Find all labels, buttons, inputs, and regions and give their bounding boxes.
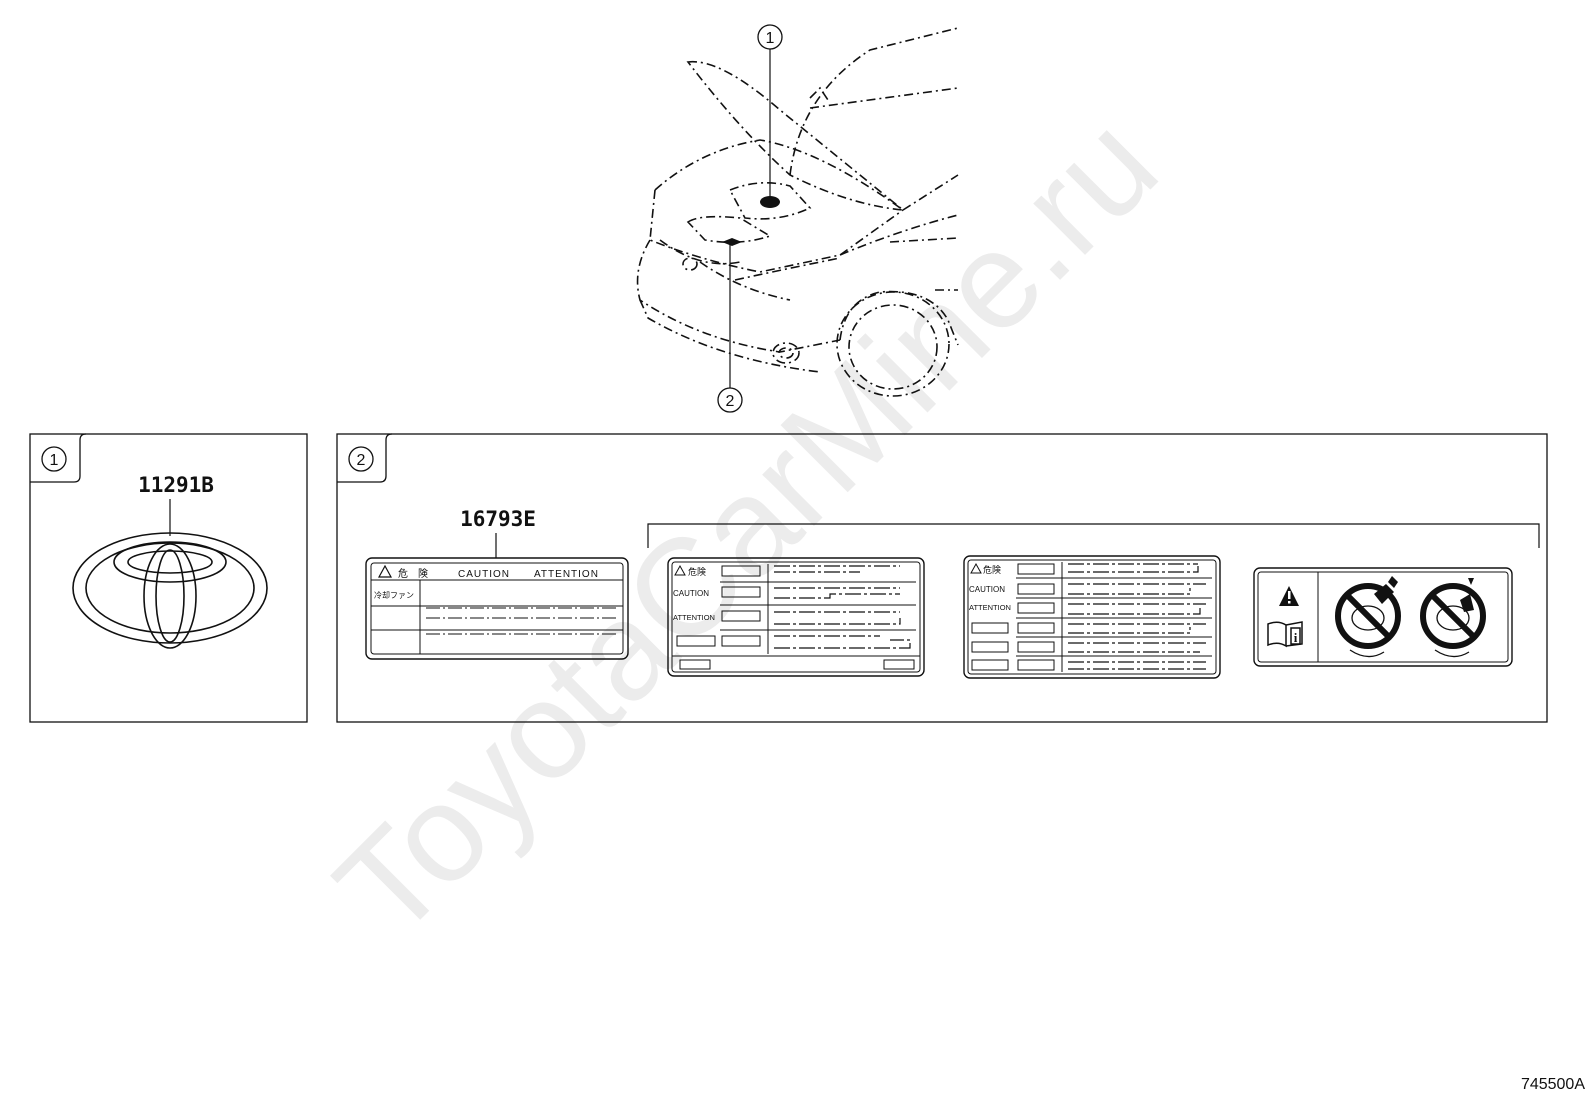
svg-text:1: 1 [766, 30, 775, 47]
svg-text:1: 1 [50, 452, 59, 469]
warning-triangle-icon [377, 564, 393, 578]
svg-text:CAUTION: CAUTION [458, 569, 510, 580]
callout-2: 2 [717, 387, 743, 413]
caution-label-a: 危 険 CAUTION ATTENTION 冷却ファン [365, 557, 629, 660]
watermark: ToyotaCarMine.ru [307, 87, 1186, 966]
alternates-bracket [647, 523, 1540, 548]
svg-text:2: 2 [726, 393, 735, 410]
no-tool-near-fan-icon [1420, 578, 1486, 658]
svg-text:ATTENTION: ATTENTION [969, 603, 1011, 612]
caution-label-c: 危険 CAUTION ATTENTION [963, 555, 1221, 679]
part-number-16793E: 16793E [460, 507, 536, 531]
svg-text:ATTENTION: ATTENTION [534, 569, 599, 580]
svg-text:冷却ファン: 冷却ファン [374, 590, 414, 600]
panel-1: 1 11291B [29, 433, 308, 723]
svg-text:危険: 危険 [983, 564, 1001, 576]
panel-2: 2 16793E 危 険 CAUTION ATTENTION 冷却ファン [336, 433, 1548, 723]
part-number-11291B: 11291B [138, 473, 214, 497]
svg-text:CAUTION: CAUTION [969, 585, 1005, 594]
toyota-emblem-icon [72, 532, 268, 649]
callout-1: 1 [757, 24, 783, 50]
pictogram-label: i [1253, 567, 1513, 667]
manual-info-icon: i [1267, 621, 1303, 648]
panel-1-callout: 1 [41, 446, 67, 472]
car-front-illustration [636, 27, 959, 397]
part-marker-1 [760, 196, 780, 208]
svg-text:危険: 危険 [688, 566, 706, 578]
svg-text:危 険: 危 険 [398, 568, 428, 580]
part-marker-2 [722, 238, 742, 246]
figure-id: 745500A [1521, 1076, 1585, 1093]
caution-label-b: 危険 CAUTION ATTENTION [667, 557, 925, 677]
svg-text:2: 2 [357, 452, 366, 469]
svg-text:i: i [1294, 630, 1298, 645]
svg-text:ATTENTION: ATTENTION [673, 613, 715, 622]
svg-text:CAUTION: CAUTION [673, 589, 709, 598]
warning-triangle-icon [1279, 586, 1299, 606]
panel-2-callout: 2 [348, 446, 374, 472]
no-hand-near-fan-icon [1335, 576, 1401, 658]
